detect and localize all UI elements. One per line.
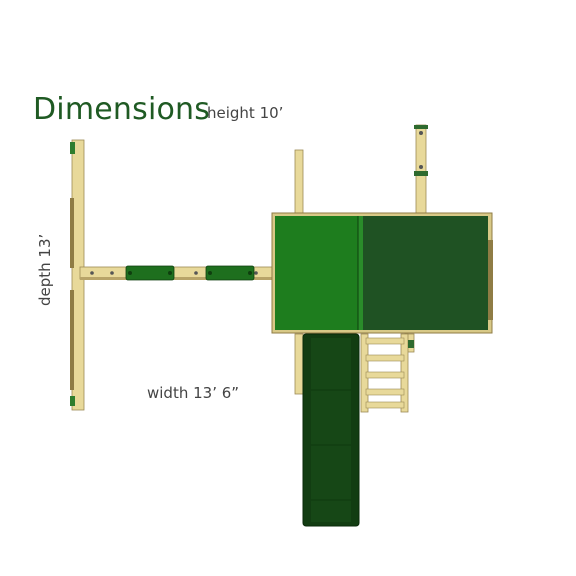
diagram-title: Dimensions: [33, 92, 211, 127]
height-label: height 10’: [207, 104, 284, 122]
roof-canopy: [271, 212, 493, 334]
width-label: width 13’ 6”: [147, 384, 240, 402]
deck-posts: [294, 124, 428, 217]
swing-seat-2: [205, 265, 255, 281]
swing-seat-1: [125, 265, 175, 281]
slide: [302, 333, 360, 527]
ladder: [360, 333, 414, 413]
